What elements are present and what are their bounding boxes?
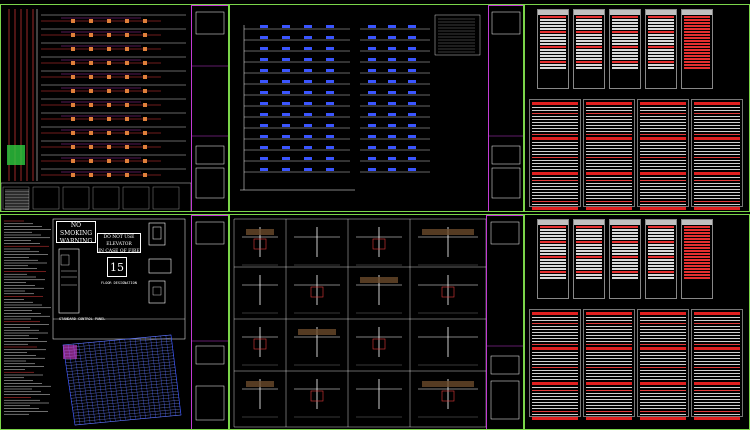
do-not-use-elevator-text: DO NOT USE ELEVATOR [103,235,135,247]
spec-notes-block [529,309,581,420]
spec-notes-block [583,99,635,210]
spec-notes-block [637,309,689,420]
spec-table [609,9,641,89]
spec-table [681,9,713,89]
sheet-specification-tables-2[interactable] [524,214,750,430]
spec-table [537,219,569,299]
sheet-installation-details[interactable] [229,214,524,430]
sheet-specification-tables[interactable] [524,4,750,212]
elevator-fire-sign: DO NOT USE ELEVATOR IN CASE OF FIRE [97,233,141,254]
floor-designation-caption: FLOOR DESIGNATION [101,281,137,285]
sheet-riser-schematic[interactable] [0,4,229,212]
in-case-of-fire-text: IN CASE OF FIRE [98,249,140,254]
spec-table [645,219,677,299]
no-smoking-sign: NO SMOKING WARNING [56,221,96,245]
title-block [191,215,228,429]
title-block [191,5,228,211]
floor-number-sign: 15 [107,257,127,277]
warning-text: WARNING [59,238,93,245]
no-smoking-text: NO SMOKING [59,222,93,237]
spec-table [645,9,677,89]
spec-notes-block [691,99,743,210]
spec-table [573,219,605,299]
riser-wiring-drawing [1,9,192,211]
title-block [486,215,523,429]
details-drawing [233,218,487,428]
spec-notes-block [691,309,743,420]
spec-table [537,9,569,89]
panel-drawings [52,218,186,426]
spec-table [573,9,605,89]
spec-table [681,219,713,299]
elevation-drawing [240,14,481,191]
title-block [488,5,523,211]
spec-notes-block [529,99,581,210]
sheet-building-elevation[interactable] [229,4,524,212]
notes-column [4,220,51,415]
spec-notes-block [637,99,689,210]
spec-notes-block [583,309,635,420]
spec-table [609,219,641,299]
sheet-signage-panel[interactable]: NO SMOKING WARNING DO NOT USE ELEVATOR I… [0,214,229,430]
